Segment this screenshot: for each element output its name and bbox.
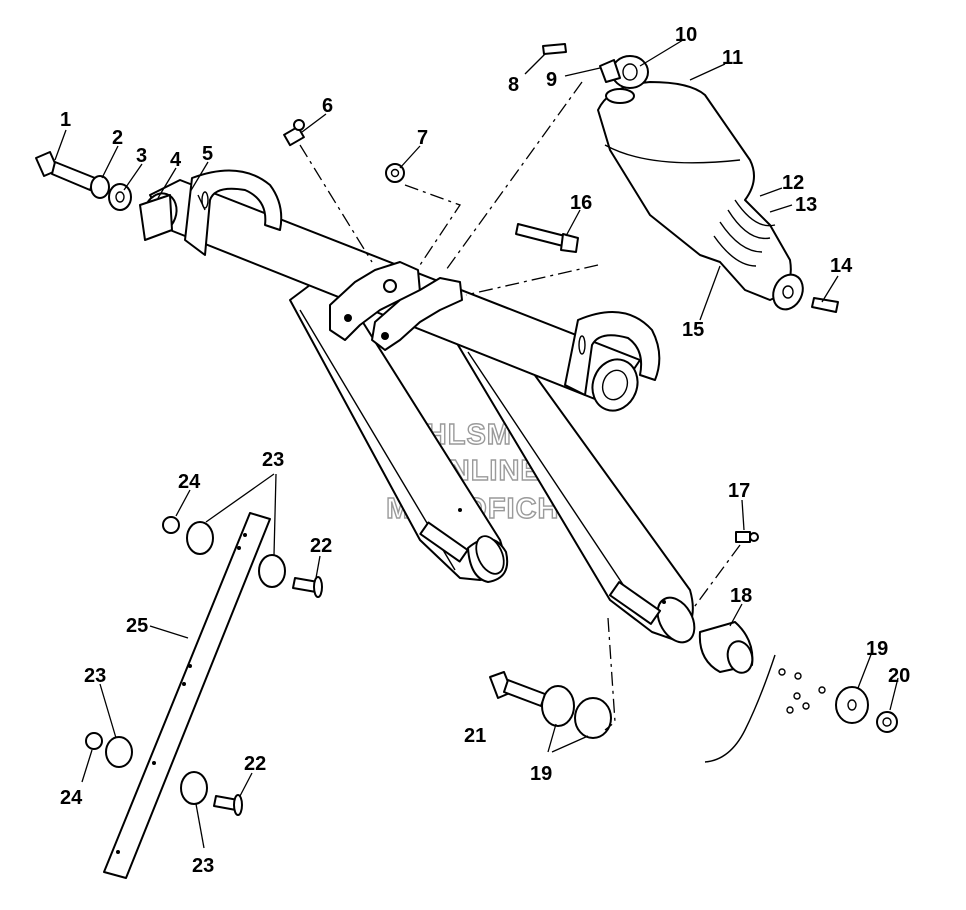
callout-12: 12 [782, 172, 804, 194]
callout-23-left: 23 [84, 665, 106, 687]
nut-20 [876, 711, 898, 733]
callout-16: 16 [570, 192, 592, 214]
callout-24-top: 24 [178, 471, 201, 493]
washer-19c [835, 686, 869, 724]
callout-17: 17 [728, 480, 750, 502]
callout-22-top: 22 [310, 535, 332, 557]
bushing-4 [139, 194, 173, 241]
swing-arm-assembly [142, 169, 696, 644]
washer-2 [90, 175, 110, 199]
bolt-16 [515, 223, 579, 253]
mount-plate [704, 654, 776, 763]
leader-lines [54, 39, 899, 849]
hardware [35, 43, 898, 879]
pin-14 [811, 297, 839, 313]
shock-absorber [597, 55, 804, 311]
washer-3 [108, 183, 132, 211]
strap-25 [103, 512, 271, 879]
centerlines [299, 81, 741, 731]
callout-6: 6 [322, 95, 333, 117]
shock-body [597, 81, 792, 301]
callout-7: 7 [417, 127, 428, 149]
callout-3: 3 [136, 145, 147, 167]
callout-1: 1 [60, 109, 71, 131]
callout-4: 4 [170, 149, 182, 171]
callout-9: 9 [546, 69, 557, 91]
grease-fitting-6 [283, 119, 305, 147]
bolt-1 [35, 151, 96, 191]
callout-8: 8 [508, 74, 519, 96]
washer-19a [541, 685, 575, 727]
washer-23a [186, 521, 214, 555]
callout-2: 2 [112, 127, 123, 149]
washer-23c [105, 736, 133, 768]
pin-22a [292, 576, 323, 598]
pin-8 [542, 43, 567, 55]
callout-13: 13 [795, 194, 817, 216]
callout-25: 25 [126, 615, 148, 637]
callout-18: 18 [730, 585, 752, 607]
callout-23-bottom: 23 [192, 855, 214, 877]
callout-19-bottom: 19 [530, 763, 552, 785]
callout-10: 10 [675, 24, 697, 46]
fitting-9 [599, 59, 621, 83]
grease-fitting-17 [735, 531, 759, 543]
callout-22-bottom: 22 [244, 753, 266, 775]
right-saddle-clamp [564, 311, 661, 396]
callout-5: 5 [202, 143, 213, 165]
washer-23d [180, 771, 208, 805]
callout-23-top: 23 [262, 449, 284, 471]
nut-24a [162, 516, 180, 534]
left-saddle-clamp [184, 169, 283, 256]
callout-11: 11 [722, 47, 743, 69]
callouts: 1 2 3 4 5 6 7 8 9 10 11 12 13 14 15 16 1… [60, 24, 910, 877]
callout-15: 15 [682, 319, 704, 341]
washer-23b [258, 554, 286, 588]
callout-20: 20 [888, 665, 910, 687]
callout-14: 14 [830, 255, 853, 277]
bolt-21 [489, 671, 546, 707]
callout-21: 21 [464, 725, 486, 747]
nut-7 [385, 163, 405, 183]
nut-24b [85, 732, 103, 750]
pin-22b [213, 794, 243, 816]
center-bracket-right [371, 277, 463, 351]
callout-19-right: 19 [866, 638, 888, 660]
callout-24-bottom: 24 [60, 787, 83, 809]
washer-19b [574, 697, 612, 739]
